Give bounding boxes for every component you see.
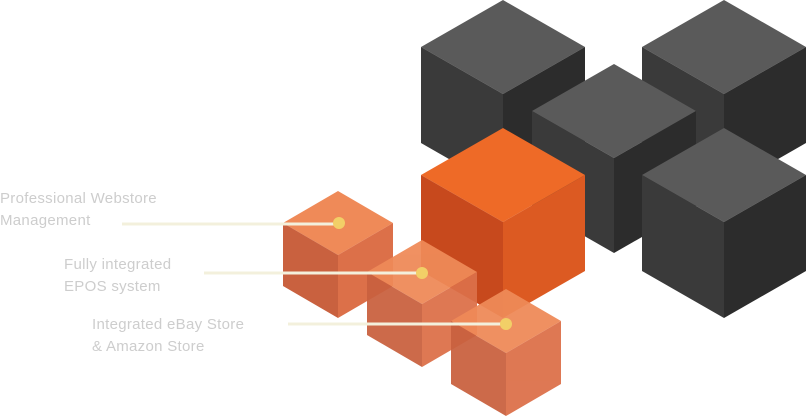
cube-left-face [283,223,338,318]
feature-label-line: Fully integrated [64,256,172,273]
cube-left-face [642,175,724,318]
feature-label-line: Integrated eBay Store [92,316,245,333]
feature-label-line: Professional Webstore [0,190,157,207]
cube-right-face [724,175,806,318]
cube-left-face [451,321,506,416]
cube-right-face [503,175,585,318]
dark-cube [642,0,806,190]
feature-label-marketplace: Integrated eBay Store & Amazon Store [92,314,244,358]
dot-marker-icon [416,267,428,279]
cube-right-face [422,272,477,367]
cube-right-face [338,223,393,318]
feature-label-line: & Amazon Store [92,338,205,355]
dot-marker-icon [333,217,345,229]
feature-label-epos: Fully integrated EPOS system [64,254,171,298]
dark-cube [642,128,806,318]
cube-right-face [506,321,561,416]
feature-label-webstore: Professional Webstore Management [0,188,157,232]
cube-left-face [367,272,422,367]
dot-marker-icon [500,318,512,330]
feature-label-line: EPOS system [64,278,161,295]
feature-label-line: Management [0,212,91,229]
